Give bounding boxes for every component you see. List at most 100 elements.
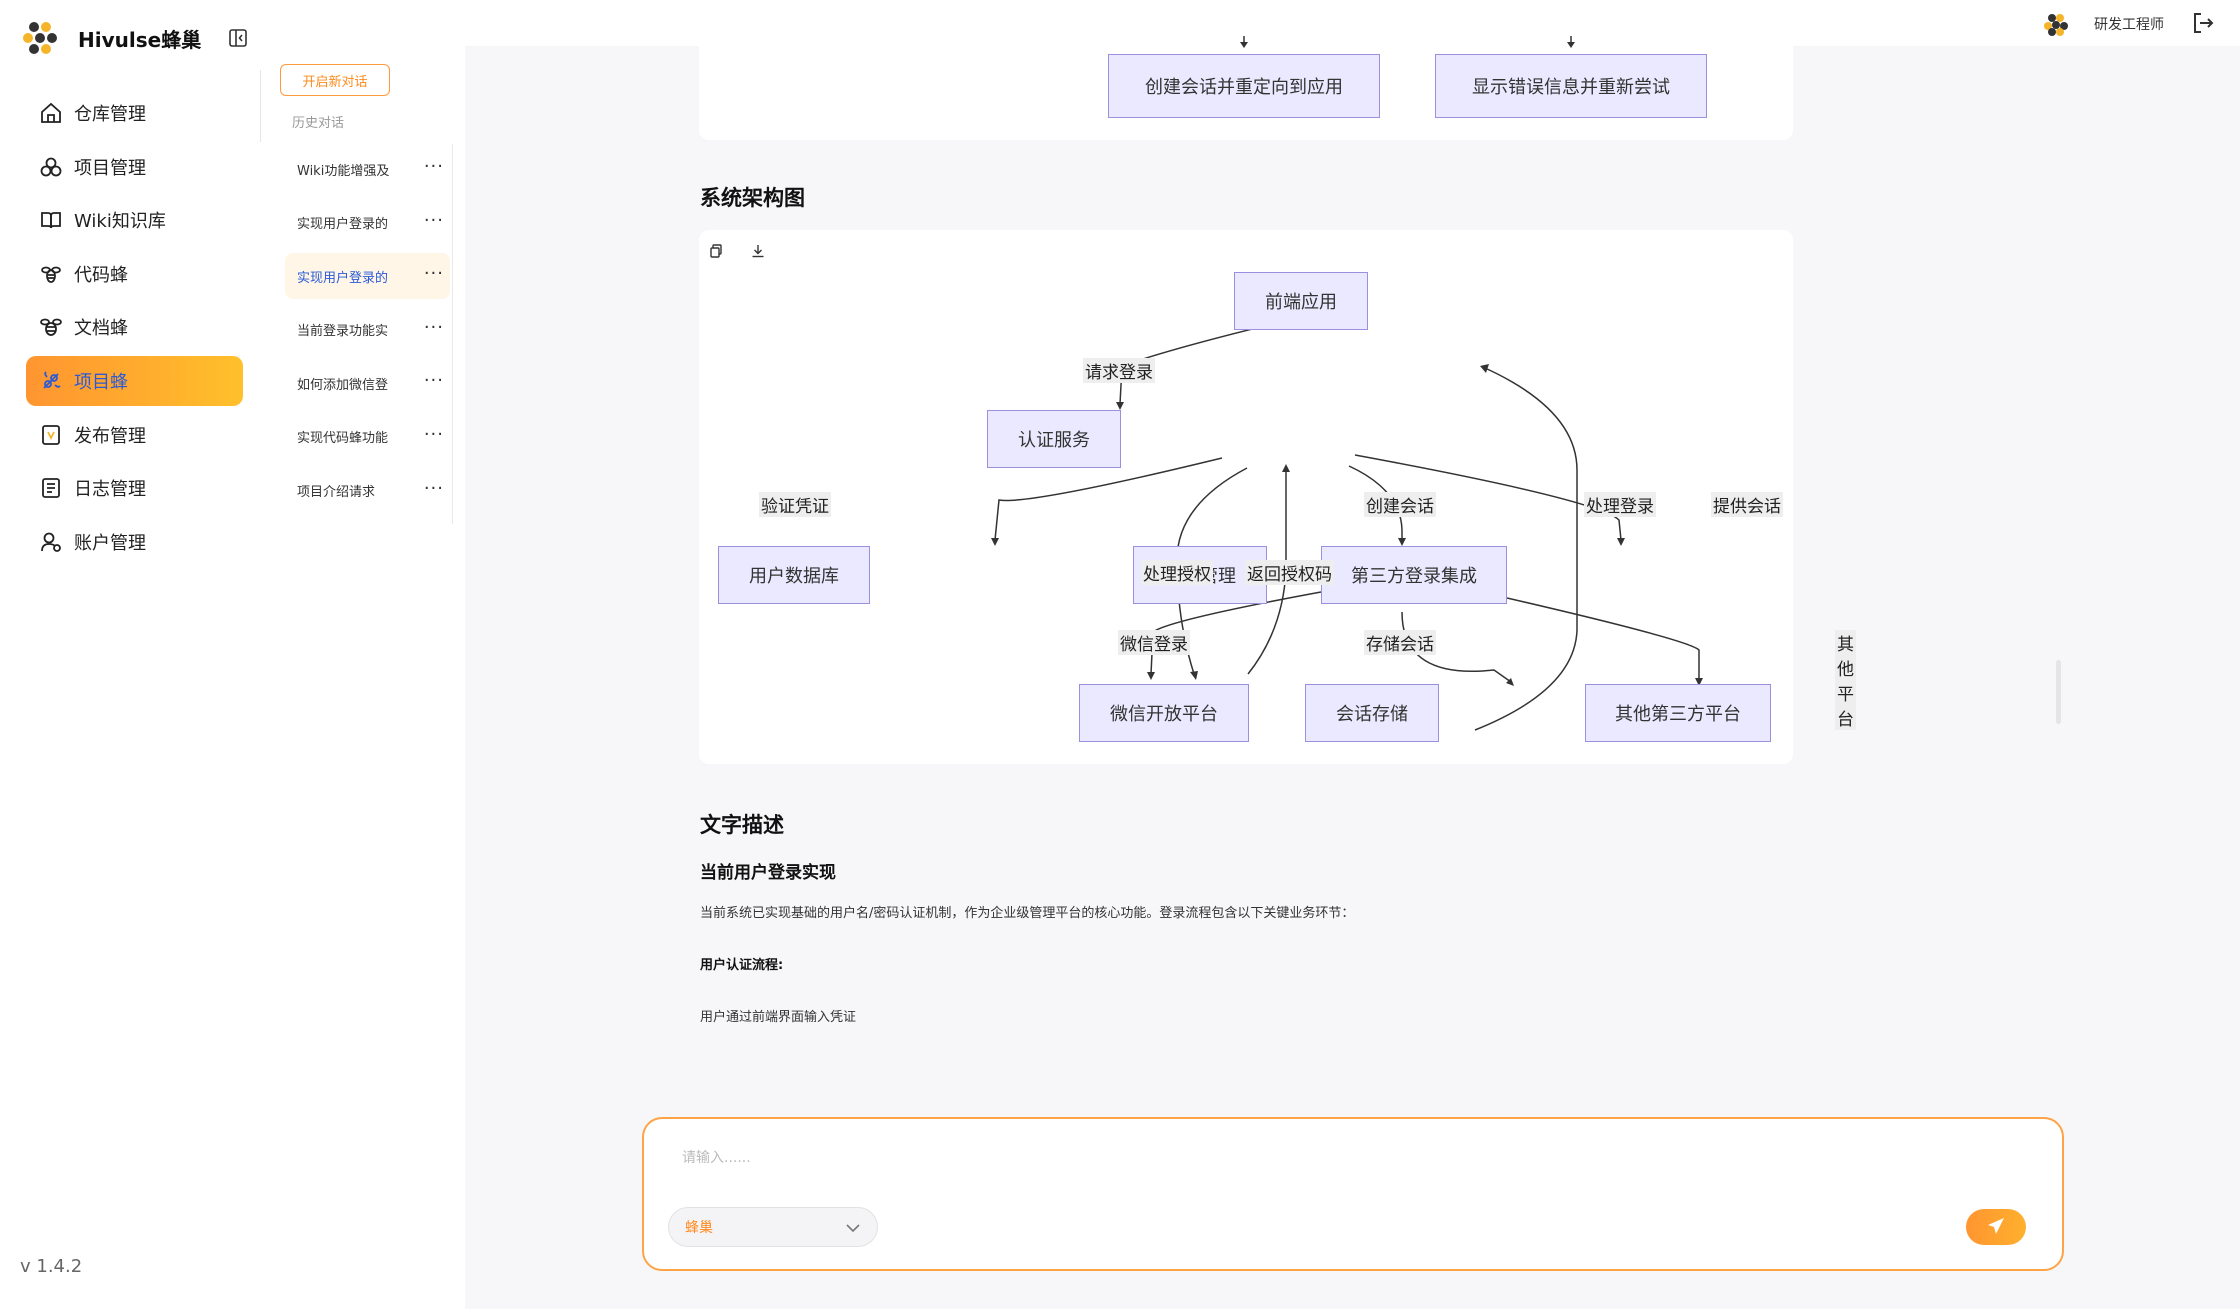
list-item[interactable]: 实现代码蜂功能 ···: [285, 414, 450, 460]
sidebar-item-label: 账户管理: [74, 532, 146, 554]
sidebar: Hivulse蜂巢 仓库管理 项目管理 Wiki知识库: [0, 0, 260, 1309]
edge-label: 其他平台: [1835, 630, 1856, 730]
edge-label: 处理登录: [1584, 492, 1656, 517]
send-icon: [1986, 1216, 2006, 1239]
sidebar-item-projects[interactable]: 项目管理: [26, 142, 243, 192]
history-list: Wiki功能增强及 ··· 实现用户登录的 ··· 实现用户登录的 ··· 当前…: [285, 146, 450, 521]
paragraph: 用户通过前端界面输入凭证: [700, 1010, 857, 1025]
list-item[interactable]: Wiki功能增强及 ···: [285, 146, 450, 192]
list-item[interactable]: 当前登录功能实 ···: [285, 307, 450, 353]
list-item[interactable]: 实现用户登录的 ···: [285, 200, 450, 246]
diagram-node: 认证服务: [987, 410, 1121, 468]
arrow-head: [1506, 678, 1514, 686]
bold-label: 用户认证流程:: [700, 958, 784, 973]
copy-icon[interactable]: [709, 244, 727, 262]
user-role: 研发工程师: [2094, 17, 2164, 33]
sidebar-item-label: 项目蜂: [74, 371, 128, 393]
diagram-node: 用户数据库: [718, 546, 870, 604]
sidebar-item-code-bee[interactable]: 代码蜂: [26, 249, 243, 299]
arrow-head: [1190, 671, 1198, 680]
main-nav: 仓库管理 项目管理 Wiki知识库 代码蜂 文档蜂: [26, 88, 243, 570]
divider: [260, 70, 261, 142]
subsection-title: 当前用户登录实现: [700, 863, 836, 883]
new-chat-button[interactable]: 开启新对话: [280, 64, 390, 96]
arrow-head: [1398, 538, 1406, 546]
top-bar: 研发工程师: [0, 0, 2240, 46]
sidebar-item-label: 发布管理: [74, 425, 146, 447]
scrollbar-thumb[interactable]: [2056, 660, 2061, 724]
architecture-diagram-card: 前端应用 认证服务 用户数据库 会话管理 第三方登录集成 微信开放平台 会话存储…: [699, 230, 1856, 764]
edge-label: 验证凭证: [759, 492, 831, 517]
more-options-icon[interactable]: ···: [423, 370, 444, 392]
arrow-head: [1567, 42, 1575, 48]
app-version: v 1.4.2: [20, 1256, 83, 1277]
arrow-head: [1147, 672, 1155, 680]
more-options-icon[interactable]: ···: [423, 316, 444, 338]
edge-label: 存储会话: [1364, 630, 1436, 655]
edge-label: 提供会话: [1711, 492, 1783, 517]
divider: [452, 144, 453, 524]
model-select[interactable]: 蜂巢: [668, 1207, 878, 1247]
diagram-node: 微信开放平台: [1079, 684, 1249, 742]
more-options-icon[interactable]: ···: [423, 477, 444, 499]
logout-icon[interactable]: [2190, 10, 2216, 36]
sidebar-item-doc-bee[interactable]: 文档蜂: [26, 302, 243, 352]
diagram-node: 前端应用: [1234, 272, 1368, 330]
code-bee-icon: [38, 261, 64, 287]
sidebar-item-warehouse[interactable]: 仓库管理: [26, 88, 243, 138]
arrow-head: [1617, 538, 1625, 546]
sidebar-item-project-bee[interactable]: 项目蜂: [26, 355, 243, 406]
history-item-label: Wiki功能增强及: [297, 163, 390, 179]
history-item-label: 实现用户登录的: [297, 217, 389, 233]
edge-label: 创建会话: [1364, 492, 1436, 517]
flow-arrows: [1240, 36, 1575, 48]
more-options-icon[interactable]: ···: [423, 423, 444, 445]
arrow-head: [1240, 42, 1248, 48]
sidebar-collapse-icon[interactable]: [228, 28, 248, 48]
history-section-label: 历史对话: [292, 116, 345, 131]
download-icon[interactable]: [751, 244, 769, 262]
app-title: Hivulse蜂巢: [78, 27, 202, 52]
send-button[interactable]: [1966, 1209, 2026, 1245]
release-icon: [38, 422, 64, 448]
project-bee-icon: [38, 368, 64, 394]
diagram-node: 第三方登录集成: [1321, 546, 1507, 604]
list-item[interactable]: 项目介绍请求 ···: [285, 468, 450, 514]
main-content: 创建会话并重定向到应用 显示错误信息并重新尝试 系统架构图: [465, 36, 2240, 1309]
edge-verify-cred: [994, 457, 1223, 541]
list-item[interactable]: 如何添加微信登 ···: [285, 360, 450, 406]
hive-logo-icon: [20, 18, 60, 58]
chat-input[interactable]: [682, 1143, 1982, 1173]
doc-bee-icon: [38, 314, 64, 340]
sidebar-item-wiki[interactable]: Wiki知识库: [26, 195, 243, 245]
flow-node: 创建会话并重定向到应用: [1108, 54, 1380, 118]
edge-provide-session: [1474, 367, 1578, 731]
edge-store-session: [1401, 611, 1512, 683]
sidebar-item-logs[interactable]: 日志管理: [26, 463, 243, 513]
more-options-icon[interactable]: ···: [423, 263, 444, 285]
history-item-label: 实现代码蜂功能: [297, 431, 389, 447]
sidebar-item-label: 代码蜂: [74, 264, 128, 286]
arrow-head: [1282, 464, 1290, 472]
flow-diagram-card: 创建会话并重定向到应用 显示错误信息并重新尝试: [699, 36, 1793, 140]
edge-label: 微信登录: [1118, 630, 1190, 655]
section-title: 文字描述: [700, 813, 784, 837]
list-item[interactable]: 实现用户登录的 ···: [285, 253, 450, 300]
sidebar-item-label: Wiki知识库: [74, 211, 166, 233]
more-options-icon[interactable]: ···: [423, 209, 444, 231]
arrow-head: [1116, 402, 1124, 410]
diagram-node: 其他第三方平台: [1585, 684, 1771, 742]
chat-input-box: 蜂巢: [642, 1117, 2064, 1271]
history-item-label: 当前登录功能实: [297, 324, 389, 340]
arrow-head: [1695, 678, 1703, 686]
user-avatar[interactable]: [2042, 10, 2070, 38]
history-item-label: 项目介绍请求: [297, 485, 376, 501]
diagram-node: 会话存储: [1305, 684, 1439, 742]
account-icon: [38, 529, 64, 555]
sidebar-item-account[interactable]: 账户管理: [26, 517, 243, 567]
sidebar-item-release[interactable]: 发布管理: [26, 410, 243, 460]
arrow-head: [991, 538, 999, 546]
edge-other-platform: [1506, 597, 1700, 680]
arrow-head: [1480, 364, 1489, 373]
more-options-icon[interactable]: ···: [423, 156, 444, 177]
